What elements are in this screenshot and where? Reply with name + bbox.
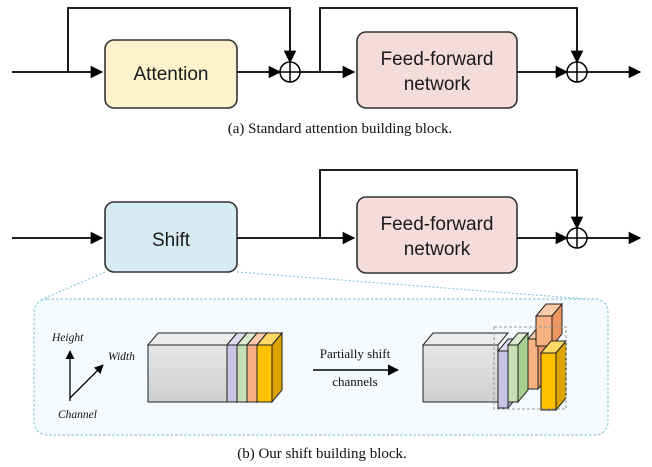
zoom-guide-right <box>236 271 601 301</box>
part-b: Shift Feed-forward network Height Width … <box>12 169 642 462</box>
attention-box <box>104 39 238 109</box>
ffn-label-b-line1: Feed-forward <box>381 214 494 235</box>
input-tensor <box>146 331 284 404</box>
arrow-label-line1: Partially shift <box>320 346 391 361</box>
caption-b: (b) Our shift building block. <box>237 446 407 462</box>
ffn-box-b <box>356 196 518 274</box>
sum-node-a2 <box>566 61 588 83</box>
caption-a: (a) Standard attention building block. <box>228 121 453 137</box>
ffn-label-b-line2: network <box>404 239 471 260</box>
axis-height-label: Height <box>51 332 84 344</box>
axis-channel-label: Channel <box>58 409 97 421</box>
residual-connection-b <box>319 169 584 238</box>
shift-label: Shift <box>152 230 191 251</box>
residual-connection-a2 <box>319 7 584 72</box>
sum-node-a1 <box>279 61 301 83</box>
shift-box <box>104 201 238 273</box>
zoom-guide-left <box>39 271 106 301</box>
original-position-outline <box>493 326 567 410</box>
arrow-label-line2: channels <box>332 374 377 389</box>
axes-indicator <box>65 350 104 401</box>
sum-node-b <box>566 227 588 249</box>
shifted-tensor <box>421 302 568 412</box>
axis-width-label: Width <box>108 351 135 363</box>
residual-connection-a1 <box>67 7 297 72</box>
ffn-label-a-line1: Feed-forward <box>381 49 494 70</box>
attention-label: Attention <box>134 64 209 85</box>
ffn-box-a <box>356 31 518 109</box>
part-a: Attention Feed-forward network (a) Stand… <box>12 7 642 137</box>
ffn-label-a-line2: network <box>404 74 471 95</box>
